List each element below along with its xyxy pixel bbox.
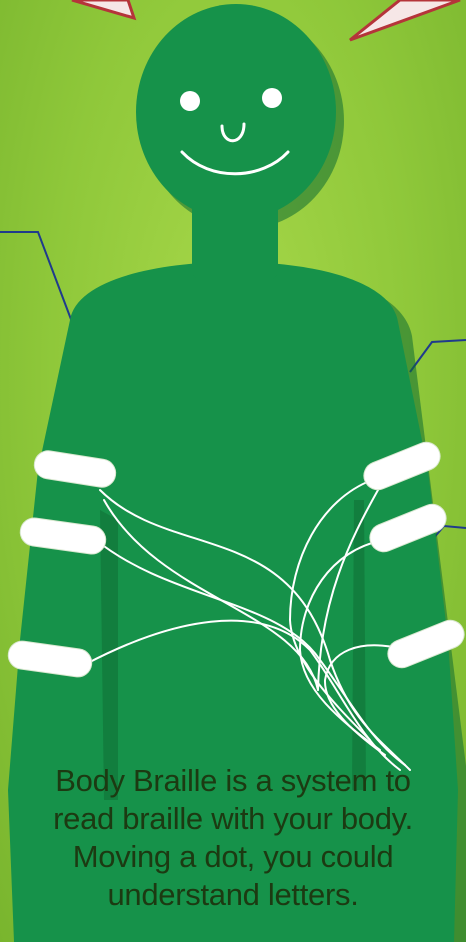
right-leader-line-upper	[410, 340, 466, 372]
right-pointer-arrow	[350, 0, 460, 40]
left-leader-line	[0, 232, 72, 322]
caption-line-4: understand letters.	[0, 876, 466, 914]
left-eye	[180, 91, 200, 111]
caption-line-2: read braille with your body.	[0, 800, 466, 838]
figure-head	[136, 4, 336, 220]
left-pointer-arrow	[72, 0, 134, 18]
caption-text: Body Braille is a system to read braille…	[0, 762, 466, 914]
caption-line-1: Body Braille is a system to	[0, 762, 466, 800]
caption-line-3: Moving a dot, you could	[0, 838, 466, 876]
right-eye	[262, 88, 282, 108]
